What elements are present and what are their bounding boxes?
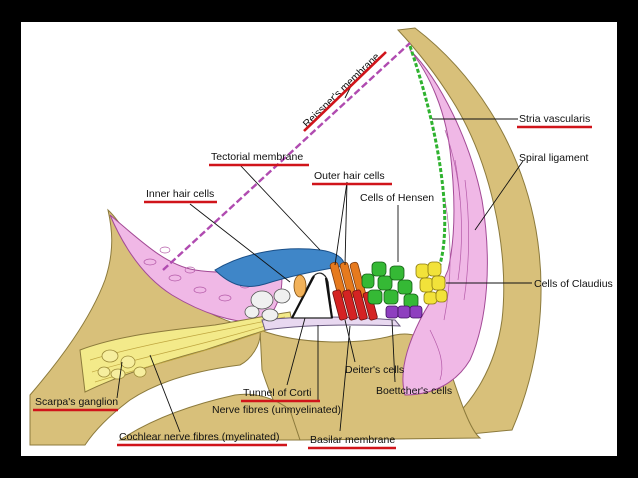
label-cells-of-claudius: Cells of Claudius [534,278,613,290]
cells-of-claudius [415,261,448,305]
label-stria-vascularis: Stria vascularis [519,113,590,125]
scarpas-ganglion-cells [97,349,147,380]
spiral-ligament-tissue [402,49,488,396]
label-tunnel-of-corti: Tunnel of Corti [243,387,311,399]
inner-sulcus-cells [244,288,291,322]
underline-reissners-membrane [303,51,387,132]
reissners-membrane [162,42,411,271]
label-inner-hair-cells: Inner hair cells [146,188,214,200]
tissue-cell-texture [143,129,469,381]
pillar-cells [291,275,334,319]
label-nerve-fibres-unmyelinated: Nerve fibres (unmyelinated) [212,404,341,416]
label-deiters-cells: Deiter's cells [345,364,404,376]
label-scarpas-ganglion: Scarpa's ganglion [35,396,118,408]
cells-of-hensen [361,261,419,309]
label-outer-hair-cells: Outer hair cells [314,170,385,182]
label-tectorial-membrane: Tectorial membrane [211,151,303,163]
label-cells-of-hensen: Cells of Hensen [360,192,434,204]
outer-hair-cells [329,261,367,299]
label-spiral-ligament: Spiral ligament [519,152,589,164]
label-basilar-membrane: Basilar membrane [310,434,395,446]
stria-vascularis [408,45,447,271]
deiters-cells [332,289,378,321]
leader-lines [116,83,532,433]
label-cochlear-nerve-fibres: Cochlear nerve fibres (myelinated) [119,431,279,443]
inner-hair-cell [293,274,307,298]
bony-wall-bottom-left [118,393,301,441]
boettchers-cells [385,305,423,319]
label-boettchers-cells: Boettcher's cells [376,385,452,397]
